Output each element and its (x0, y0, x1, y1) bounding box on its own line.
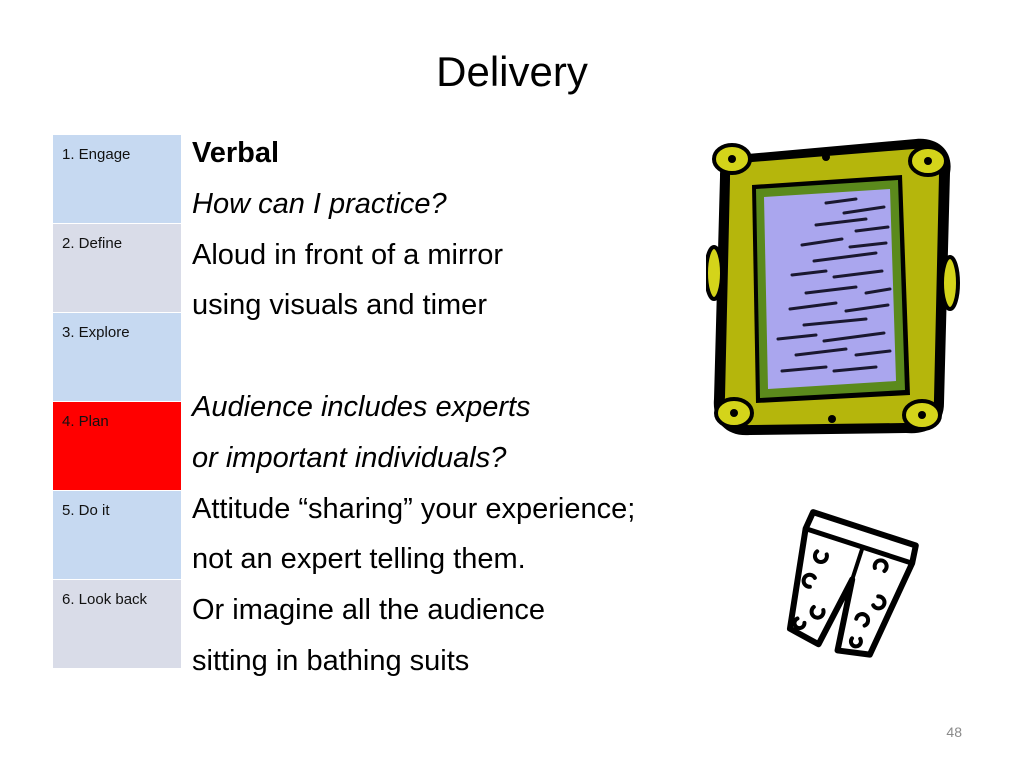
content-heading: Verbal (192, 137, 280, 169)
answer-attitude-line1: Attitude “sharing” your experience; (192, 492, 636, 525)
mirror-image (706, 138, 960, 436)
question-audience-line1: Audience includes experts (192, 390, 531, 423)
question-audience-line2: or important individuals? (192, 441, 507, 474)
process-steps-table: 1. Engage 2. Define 3. Explore 4. Plan 5… (52, 134, 182, 669)
answer-imagine-line1: Or imagine all the audience (192, 594, 546, 627)
page-number: 48 (946, 724, 962, 740)
step-look-back: 6. Look back (52, 579, 182, 669)
answer-imagine-line2: sitting in bathing suits (192, 644, 470, 677)
step-do-it: 5. Do it (52, 490, 182, 580)
answer-mirror-line2: using visuals and timer (192, 289, 487, 322)
answer-attitude-line2: not an expert telling them. (192, 543, 526, 576)
step-define: 2. Define (52, 223, 182, 313)
content-body: Verbal How can I practice? Aloud in fron… (192, 128, 752, 687)
question-practice: How can I practice? (192, 187, 447, 220)
step-explore: 3. Explore (52, 312, 182, 402)
answer-mirror-line1: Aloud in front of a mirror (192, 238, 504, 271)
step-plan: 4. Plan (52, 401, 182, 491)
blank-line (192, 331, 752, 382)
step-engage: 1. Engage (52, 134, 182, 224)
slide-title: Delivery (436, 48, 588, 95)
bathing-suit-image (786, 509, 919, 658)
